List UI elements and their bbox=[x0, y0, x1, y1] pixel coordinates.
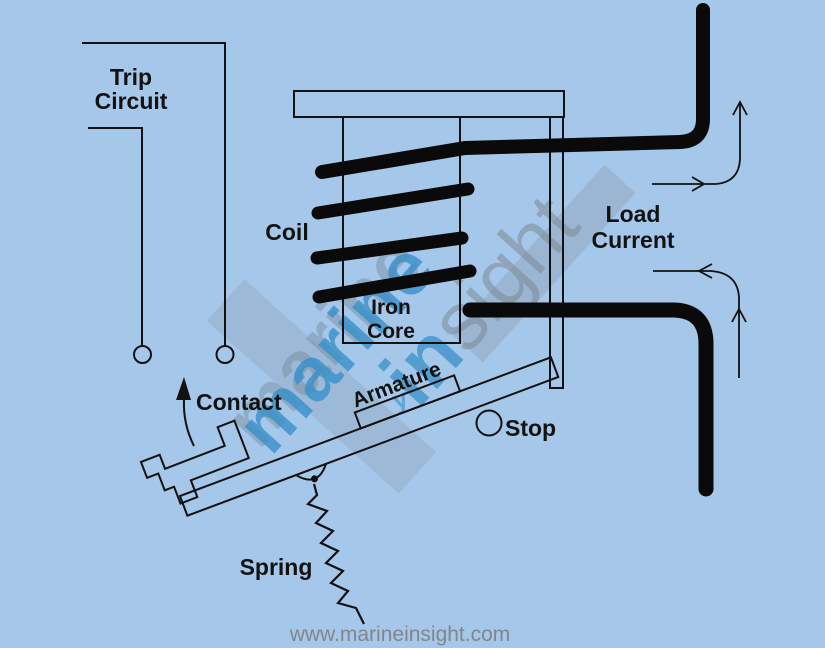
coil-winding bbox=[310, 231, 469, 265]
stop-label: Stop bbox=[505, 415, 556, 441]
contact-arrow bbox=[176, 377, 195, 447]
trip-circuit bbox=[82, 42, 235, 364]
coil-winding bbox=[312, 264, 477, 304]
coil-label: Coil bbox=[265, 219, 308, 245]
current-arrow-top-up-head-icon bbox=[732, 100, 748, 116]
armature-assembly bbox=[139, 356, 560, 625]
armature-rotated bbox=[178, 356, 560, 517]
stop-circle bbox=[475, 409, 503, 437]
coil-winding bbox=[311, 182, 475, 220]
load-conductor-top bbox=[315, 3, 710, 179]
current-direction-arrows bbox=[652, 100, 748, 378]
spring-zigzag bbox=[306, 483, 365, 625]
load-current-label-line2: Current bbox=[591, 227, 674, 253]
current-arrow-bottom-up-head-icon bbox=[731, 307, 747, 323]
load-circuit bbox=[310, 3, 714, 497]
current-arrow-bottom-left-head-icon bbox=[697, 263, 713, 279]
website-url: www.marineinsight.com bbox=[289, 623, 511, 646]
trip-circuit-wire-right bbox=[82, 42, 226, 346]
load-conductor-bottom bbox=[462, 302, 714, 497]
frame-bar bbox=[549, 116, 564, 389]
trip-circuit-wire-left bbox=[88, 127, 143, 346]
iron-core-outline bbox=[342, 116, 461, 344]
contact-terminal-right bbox=[215, 345, 235, 364]
current-arrow-top-shaft bbox=[652, 103, 741, 185]
armature-plate bbox=[353, 374, 462, 430]
load-current-label-line1: Load bbox=[606, 201, 661, 227]
trip-circuit-label-line1: Trip bbox=[110, 64, 152, 90]
contact-blade bbox=[139, 419, 251, 505]
contact-arrow-shaft bbox=[182, 399, 195, 447]
current-arrow-top-right-head-icon bbox=[691, 176, 706, 192]
pivot-dot bbox=[310, 475, 318, 483]
contact-terminal-left bbox=[133, 345, 152, 364]
magnet-assembly bbox=[293, 90, 565, 389]
contact-label: Contact bbox=[196, 389, 282, 415]
spring-label: Spring bbox=[240, 554, 313, 580]
iron-core-label-line2: Core bbox=[367, 320, 415, 343]
contact-arrowhead-icon bbox=[176, 377, 191, 400]
trip-circuit-label-line2: Circuit bbox=[95, 88, 168, 114]
iron-core-label-line1: Iron bbox=[371, 296, 411, 319]
watermark-ribbon-stripe-2 bbox=[206, 279, 437, 494]
current-arrow-bottom-shaft bbox=[653, 270, 740, 378]
